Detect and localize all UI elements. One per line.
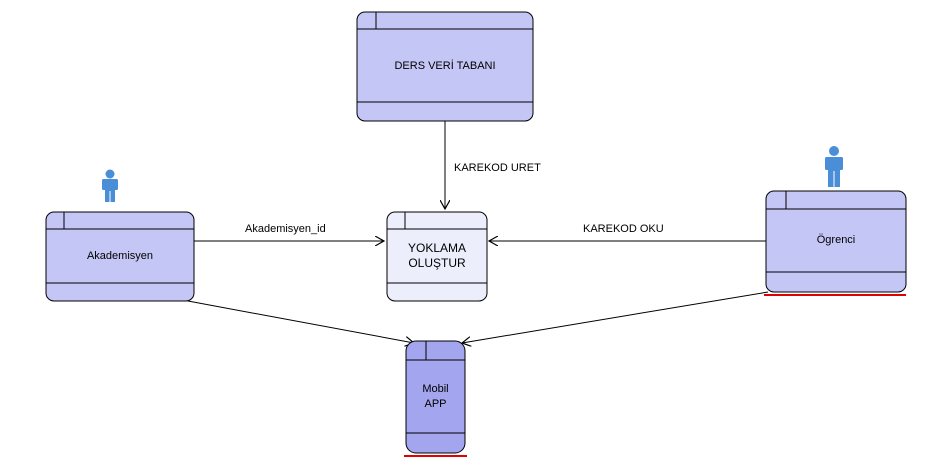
yoklama-olustur-node[interactable] (386, 211, 488, 302)
karekod-uret-label: KAREKOD URET (454, 162, 541, 174)
mobil-app-node[interactable] (405, 340, 466, 454)
ogrenci-node[interactable] (765, 190, 907, 293)
edge-akademisyen-mobil (187, 300, 414, 343)
person-icon (825, 146, 843, 187)
akademisyen-node[interactable] (45, 211, 195, 302)
mobil-app-label: Mobil APP (422, 382, 449, 410)
ders-veri-tabani-label: DERS VERİ TABANI (394, 59, 496, 72)
yoklama-olustur-label: YOKLAMA OLUŞTUR (407, 241, 467, 270)
karekod-oku-label: KAREKOD OKU (583, 223, 664, 235)
akademisyen-label: Akademisyen (86, 249, 154, 262)
ogrenci-label: Ögrenci (816, 234, 856, 246)
edge-ogrenci-mobil (462, 291, 769, 343)
person-icon (102, 169, 118, 202)
akademisyen-id-label: Akademisyen_id (245, 223, 326, 235)
ders-veri-tabani-node[interactable] (356, 11, 534, 122)
